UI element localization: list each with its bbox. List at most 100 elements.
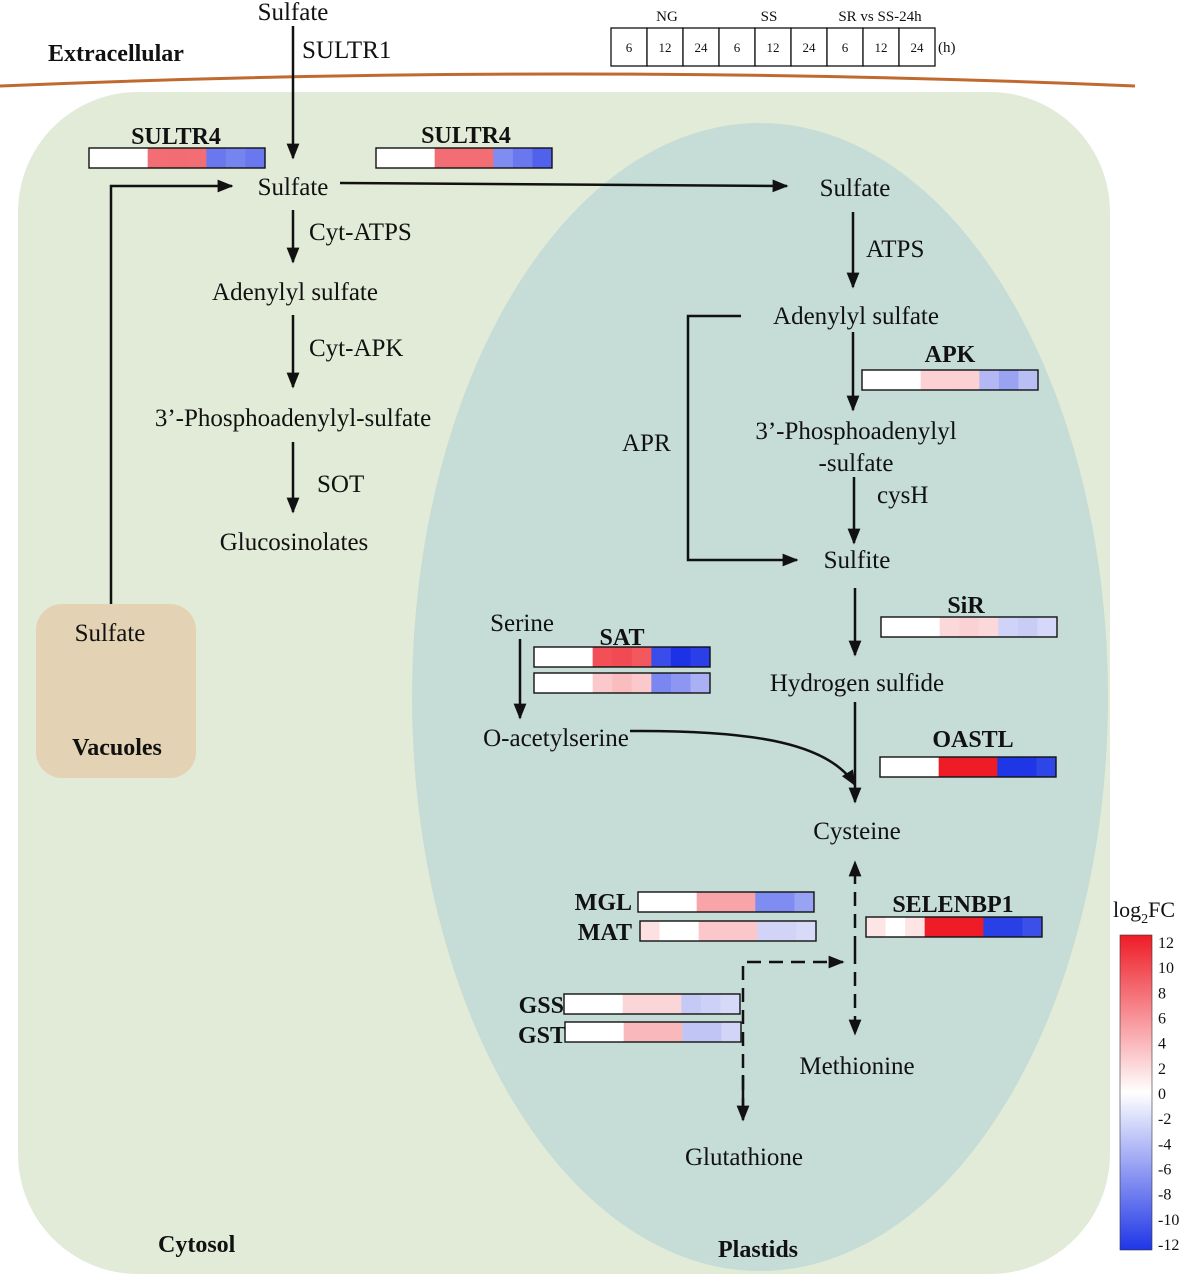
heatmap-cell: [679, 921, 700, 941]
heatmap-cell: [862, 370, 882, 390]
legend-tick-label: 2: [1158, 1061, 1166, 1078]
legend-title: log2FC: [1113, 897, 1175, 927]
heatmap-cell: [701, 1022, 722, 1042]
paps-cytosol-label: 3’-Phosphoadenylyl-sulfate: [155, 405, 431, 432]
heatmap-cell: [206, 148, 227, 168]
legend-tick-label: -6: [1158, 1162, 1171, 1179]
heatmap-cell: [89, 148, 109, 168]
paps-plastid-line1: 3’-Phosphoadenylyl: [755, 418, 956, 445]
heatmap-cell: [670, 673, 691, 693]
adenylyl-sulfate-cytosol-label: Adenylyl sulfate: [212, 279, 378, 306]
sulfite-label: Sulfite: [824, 547, 891, 574]
heatmap-cell: [1022, 917, 1043, 937]
heatmap-cell: [657, 892, 678, 912]
heatmap-cell: [899, 757, 920, 777]
heatmap-cell: [720, 994, 741, 1014]
heatmap-cell: [682, 1022, 703, 1042]
heatmap-border: [533, 646, 711, 668]
o-acetylserine-label: O-acetylserine: [483, 725, 629, 752]
heatmap-cell: [573, 647, 594, 667]
sultr4-plastid-label: SULTR4: [421, 123, 511, 149]
vacuole-region: [36, 604, 196, 778]
apr-label: APR: [622, 430, 671, 457]
heatmap-cell: [900, 617, 921, 637]
mat-label: MAT: [578, 920, 632, 946]
heatmap-cell: [920, 370, 941, 390]
heatmap-cell: [696, 892, 717, 912]
heatmap-border: [639, 920, 817, 942]
heatmap-cell: [565, 1022, 585, 1042]
heatmap-bar: [533, 672, 711, 694]
heatmap-cell: [905, 917, 926, 937]
hour-cell-label: 24: [911, 40, 925, 55]
heatmap-cell: [534, 673, 554, 693]
heatmap-cell: [612, 647, 633, 667]
serine-label: Serine: [490, 610, 554, 637]
sulfate-extracellular-label: Sulfate: [258, 0, 329, 26]
heatmap-bar: [861, 369, 1039, 391]
header-group-ss: SS: [761, 9, 778, 25]
hour-cell-label: 6: [734, 40, 741, 55]
heatmap-border: [533, 672, 711, 694]
heatmap-cell: [794, 892, 815, 912]
heatmap-bar: [865, 916, 1043, 938]
heatmap-cell: [796, 921, 817, 941]
heatmap-cell: [958, 757, 979, 777]
hour-cell-label: 6: [626, 40, 633, 55]
heatmap-cell: [983, 917, 1004, 937]
selenbp1-label: SELENBP1: [892, 892, 1013, 918]
heatmap-bar: [88, 147, 266, 169]
plastid-import-arrow: [339, 179, 789, 193]
heatmap-cell: [493, 148, 514, 168]
heatmap-cell: [592, 673, 613, 693]
heatmap-cell: [1036, 757, 1057, 777]
hour-cell-label: 12: [659, 40, 672, 55]
adenylyl-sulfate-plastid-label: Adenylyl sulfate: [773, 303, 939, 330]
methionine-label: Methionine: [799, 1053, 914, 1080]
hour-cell-label: 6: [842, 40, 849, 55]
heatmap-layer: [88, 147, 1058, 1043]
heatmap-cell: [573, 673, 594, 693]
sot-label: SOT: [317, 471, 364, 498]
heatmap-cell: [718, 921, 739, 941]
cytosol-label: Cytosol: [158, 1232, 236, 1258]
heatmap-cell: [866, 917, 886, 937]
heatmap-border: [865, 916, 1043, 938]
hour-cell: [898, 27, 936, 67]
legend-colorbar: [1119, 934, 1153, 1251]
hour-cell: [790, 27, 828, 67]
heatmap-cell: [920, 617, 941, 637]
hour-cell: [610, 27, 648, 67]
cysteine-label: Cysteine: [813, 818, 901, 845]
heatmap-cell: [642, 994, 663, 1014]
heatmap-border: [563, 993, 741, 1015]
heatmap-cell: [376, 148, 396, 168]
heatmap-cell: [532, 148, 553, 168]
heatmap-bar: [564, 1021, 742, 1043]
heatmap-cell: [631, 673, 652, 693]
hour-cell-label: 24: [803, 40, 817, 55]
cyt-atps-label: Cyt-ATPS: [309, 219, 412, 246]
heatmap-cell: [651, 647, 672, 667]
heatmap-cell: [716, 892, 737, 912]
heatmap-cell: [978, 617, 999, 637]
heatmap-border: [879, 756, 1057, 778]
heatmap-border: [861, 369, 1039, 391]
heatmap-cell: [592, 647, 613, 667]
heatmap-bar: [563, 993, 741, 1015]
heatmap-border: [564, 1021, 742, 1043]
heatmap-border: [88, 147, 266, 169]
heatmap-bar: [879, 756, 1057, 778]
heatmap-cell: [638, 892, 658, 912]
legend-tick-label: 12: [1158, 935, 1174, 952]
heatmap-cell: [631, 647, 652, 667]
heatmap-cell: [584, 1022, 605, 1042]
sultr1-label: SULTR1: [302, 37, 391, 64]
plastid-region: [412, 123, 1108, 1271]
atps-label: ATPS: [866, 236, 924, 263]
heatmap-cell: [603, 994, 624, 1014]
hour-cell: [754, 27, 792, 67]
